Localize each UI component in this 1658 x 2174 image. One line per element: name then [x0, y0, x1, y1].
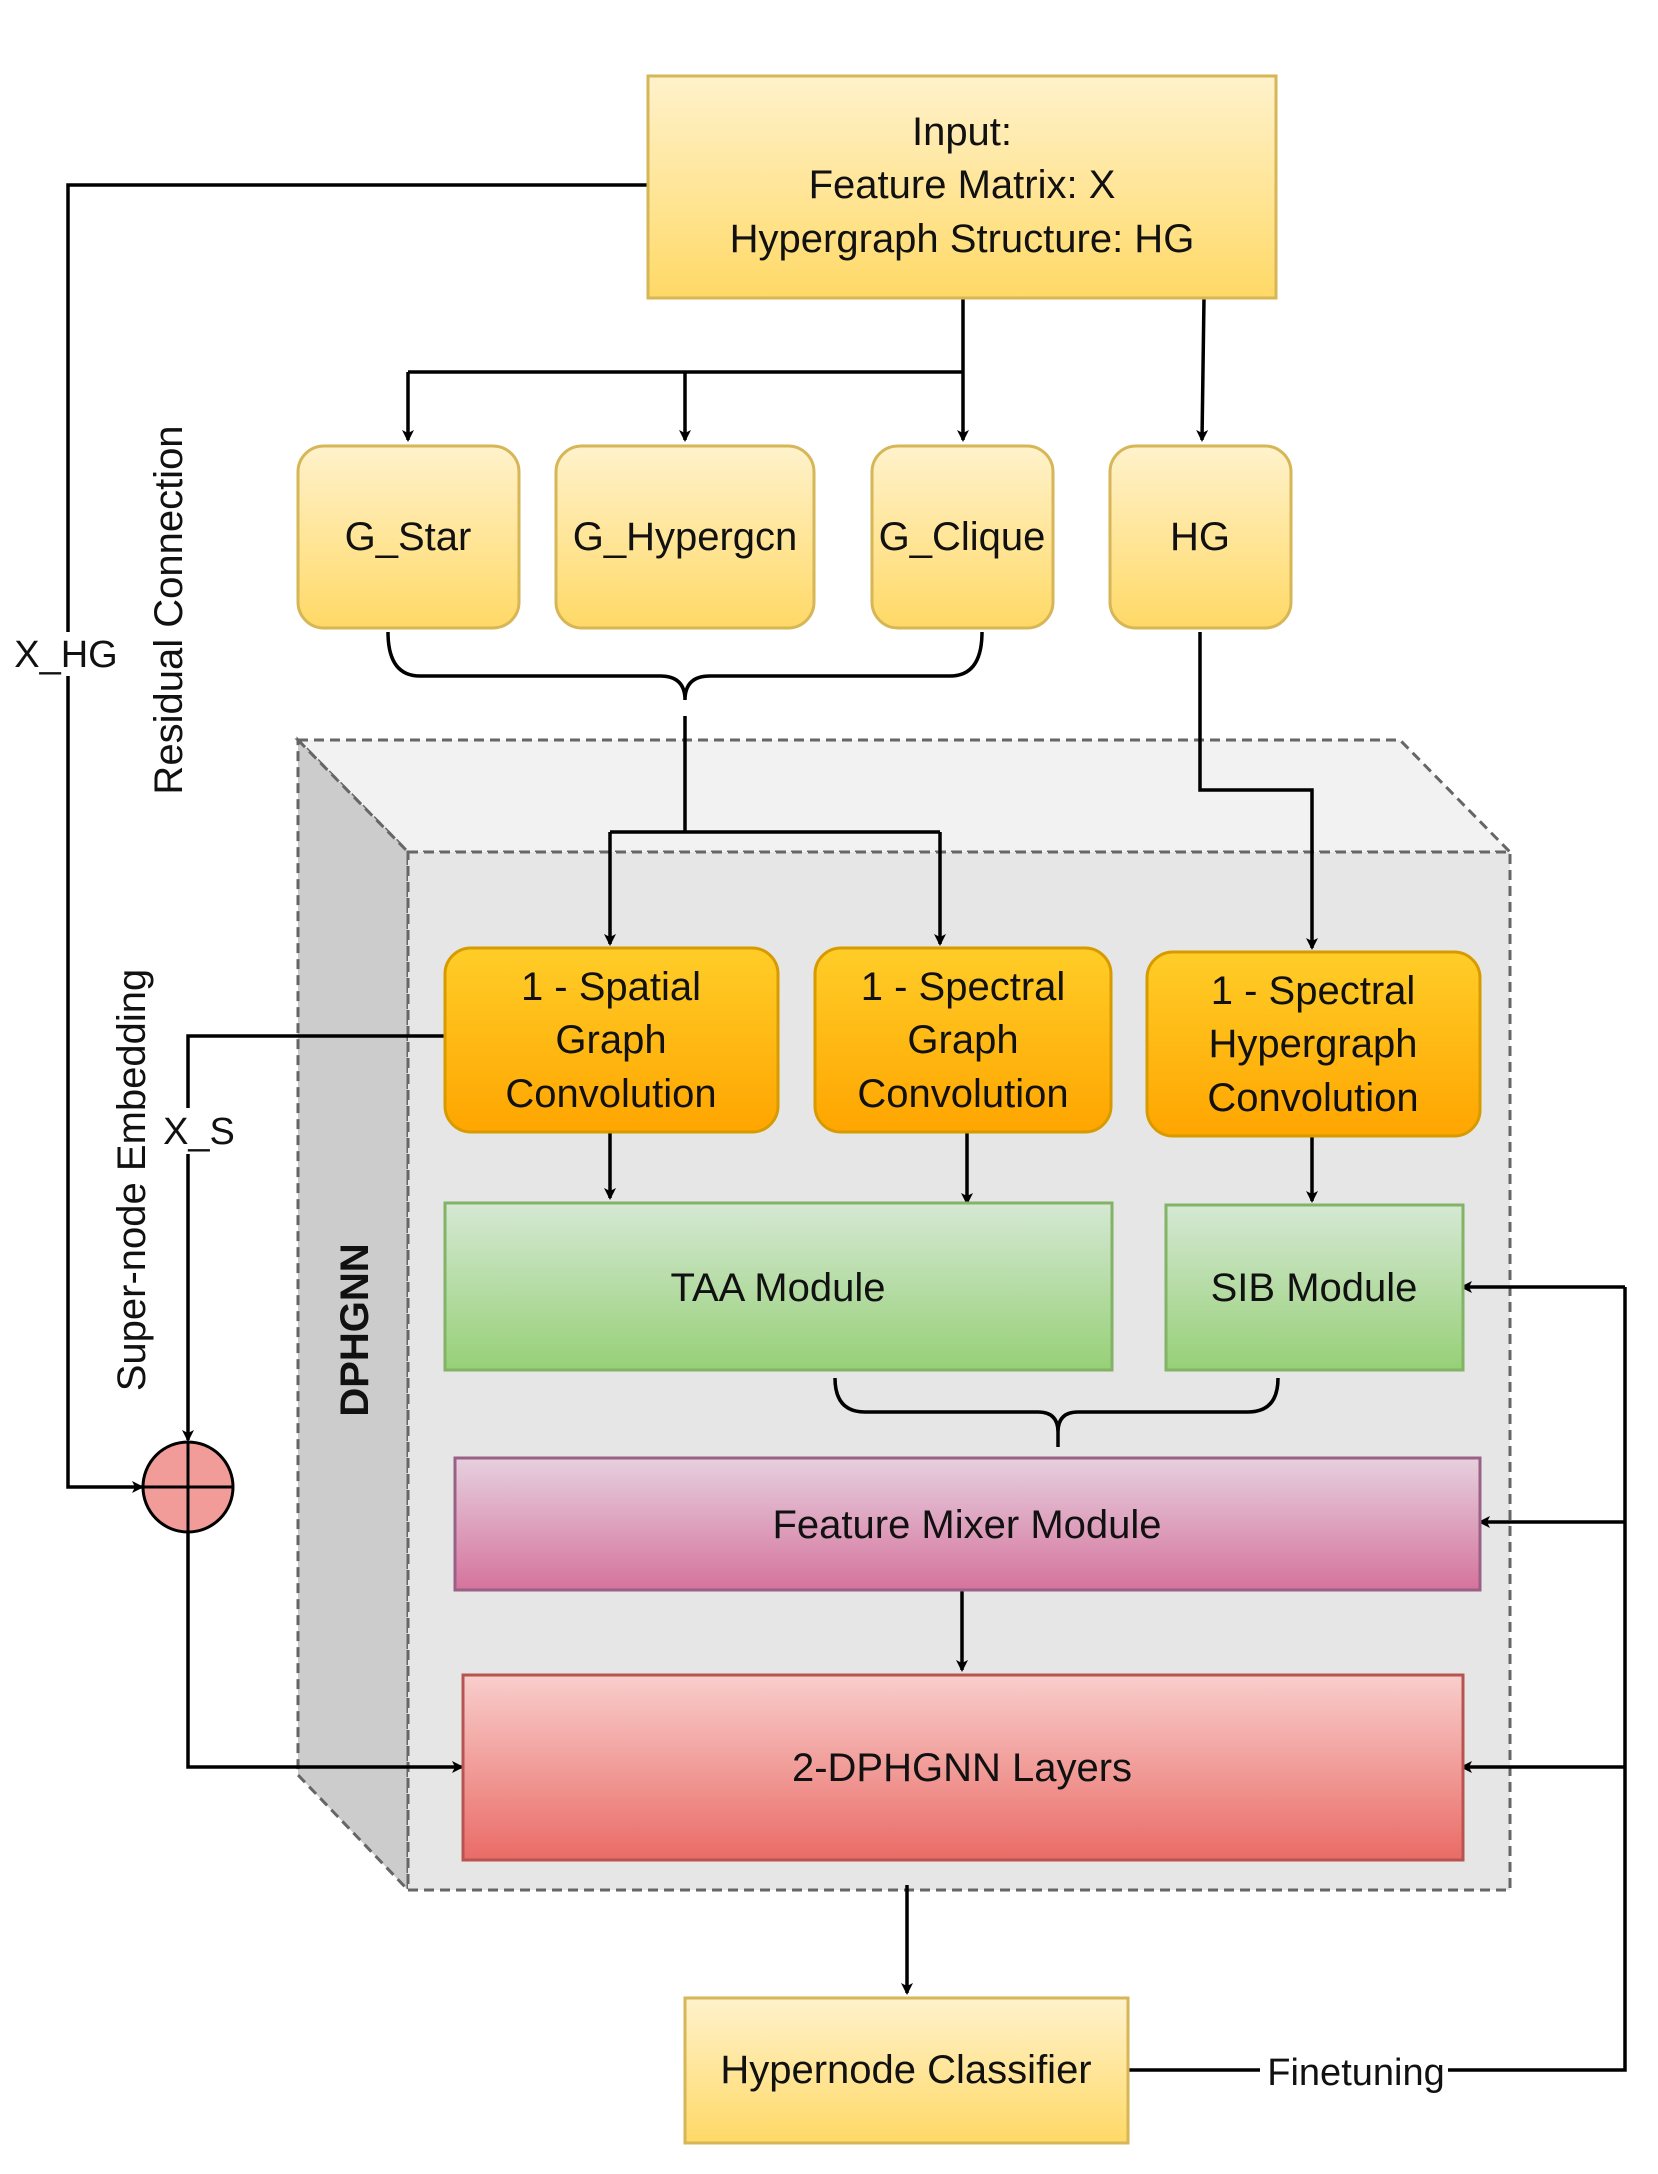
g-star-label: G_Star	[345, 515, 472, 559]
spectral-graph-conv-box: 1 - Spectral Graph Convolution	[813, 946, 1113, 1134]
sib-module-box: SIB Module	[1164, 1203, 1465, 1372]
hyper-conv-line3: Convolution	[1207, 1076, 1418, 1120]
plus-icon	[143, 1442, 233, 1532]
g-hypergcn-label: G_Hypergcn	[573, 515, 798, 559]
cube-top-face	[294, 738, 1514, 854]
dphgnn-label: DPHGNN	[333, 1243, 377, 1416]
supernode-embedding-arrow	[182, 1034, 445, 1442]
g-clique-label: G_Clique	[879, 515, 1046, 559]
residual-connection-arrow	[66, 183, 648, 1493]
sib-module-label: SIB Module	[1211, 1266, 1418, 1310]
cube-side-face	[296, 736, 410, 1894]
input-title: Input:	[912, 110, 1012, 154]
dphgnn-layers-box: 2-DPHGNN Layers	[461, 1673, 1465, 1862]
x-hg-label: X_HG	[14, 634, 117, 676]
adder-to-layers-arrow	[186, 1532, 464, 1773]
hg-box: HG	[1108, 444, 1293, 630]
spectral-conv-line1: 1 - Spectral	[861, 965, 1066, 1009]
spatial-conv-line2: Graph	[555, 1018, 666, 1062]
spectral-hypergraph-conv-box: 1 - Spectral Hypergraph Convolution	[1145, 950, 1482, 1138]
taa-module-box: TAA Module	[443, 1201, 1114, 1372]
hyper-conv-line1: 1 - Spectral	[1211, 969, 1416, 1013]
input-box: Input: Feature Matrix: X Hypergraph Stru…	[646, 74, 1278, 300]
hypernode-classifier-label: Hypernode Classifier	[720, 2048, 1091, 2092]
input-hypergraph-structure: Hypergraph Structure: HG	[730, 217, 1195, 261]
spatial-conv-line1: 1 - Spatial	[521, 965, 701, 1009]
g-star-box: G_Star	[296, 444, 521, 630]
hypernode-classifier-box: Hypernode Classifier	[683, 1996, 1130, 2145]
g-hypergcn-box: G_Hypergcn	[554, 444, 816, 630]
addition-node	[141, 1440, 235, 1534]
spectral-conv-line2: Graph	[907, 1018, 1018, 1062]
spatial-graph-conv-box: 1 - Spatial Graph Convolution	[443, 946, 780, 1134]
x-s-label: X_S	[163, 1111, 235, 1153]
feature-mixer-module-box: Feature Mixer Module	[453, 1456, 1482, 1592]
dphgnn-layers-label: 2-DPHGNN Layers	[792, 1746, 1132, 1790]
input-to-hg-arrow	[1196, 297, 1209, 442]
spatial-conv-line3: Convolution	[505, 1072, 716, 1116]
g-clique-box: G_Clique	[870, 444, 1055, 630]
edge-labels: X_HG Residual Connection Super-node Embe…	[8, 425, 1448, 2096]
finetuning-label: Finetuning	[1267, 2052, 1444, 2094]
residual-connection-label: Residual Connection	[147, 425, 191, 794]
feature-mixer-label: Feature Mixer Module	[772, 1503, 1161, 1547]
hyper-conv-line2: Hypergraph	[1208, 1022, 1417, 1066]
taa-module-label: TAA Module	[671, 1266, 886, 1310]
spectral-conv-line3: Convolution	[857, 1072, 1068, 1116]
supernode-embedding-label: Super-node Embedding	[110, 969, 154, 1392]
input-feature-matrix: Feature Matrix: X	[809, 163, 1116, 207]
hg-label: HG	[1170, 515, 1230, 559]
hg-to-hyper-conv-arrow	[1198, 632, 1318, 950]
graphs-merge-brace	[386, 631, 984, 701]
